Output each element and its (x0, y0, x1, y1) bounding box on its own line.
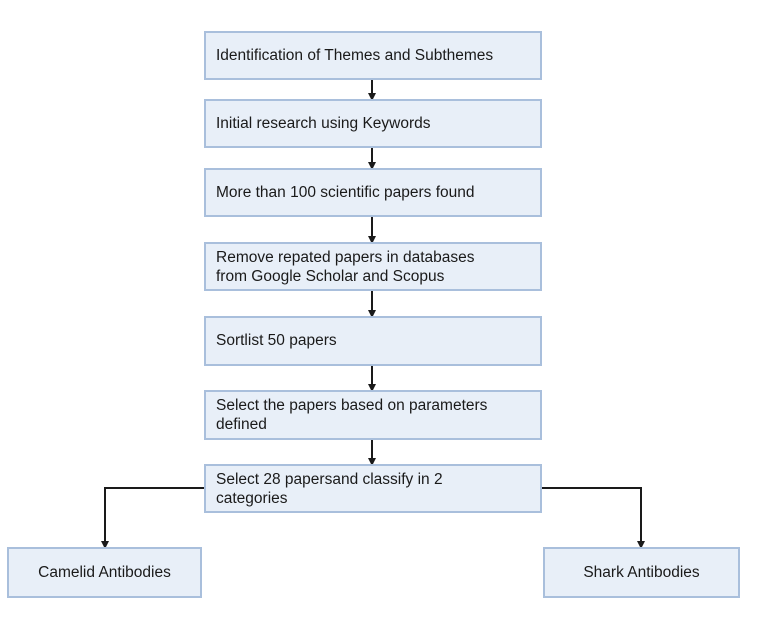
branch-right-connector (542, 487, 645, 549)
branch-left-connector (101, 487, 204, 549)
outcome-shark-antibodies: Shark Antibodies (543, 547, 740, 598)
step-identification-themes: Identification of Themes and Subthemes (204, 31, 542, 80)
step-remove-repeated: Remove repated papers in databases from … (204, 242, 542, 291)
step-select-parameters: Select the papers based on parameters de… (204, 390, 542, 440)
step-label: Remove repated papers in databases from … (216, 248, 475, 285)
step-papers-found: More than 100 scientific papers found (204, 168, 542, 217)
step-label: Sortlist 50 papers (216, 332, 337, 349)
step-label: Identification of Themes and Subthemes (216, 47, 494, 64)
outcome-label: Camelid Antibodies (38, 564, 171, 581)
step-initial-research: Initial research using Keywords (204, 99, 542, 148)
step-select-classify: Select 28 papersand classify in 2 catego… (204, 464, 542, 513)
outcome-camelid-antibodies: Camelid Antibodies (7, 547, 202, 598)
step-label: Select the papers based on parameters de… (216, 397, 488, 433)
outcome-label: Shark Antibodies (583, 564, 700, 581)
step-shortlist: Sortlist 50 papers (204, 316, 542, 366)
step-label: More than 100 scientific papers found (216, 184, 475, 201)
step-label: Select 28 papersand classify in 2 catego… (216, 470, 443, 507)
step-label: Initial research using Keywords (216, 115, 431, 132)
